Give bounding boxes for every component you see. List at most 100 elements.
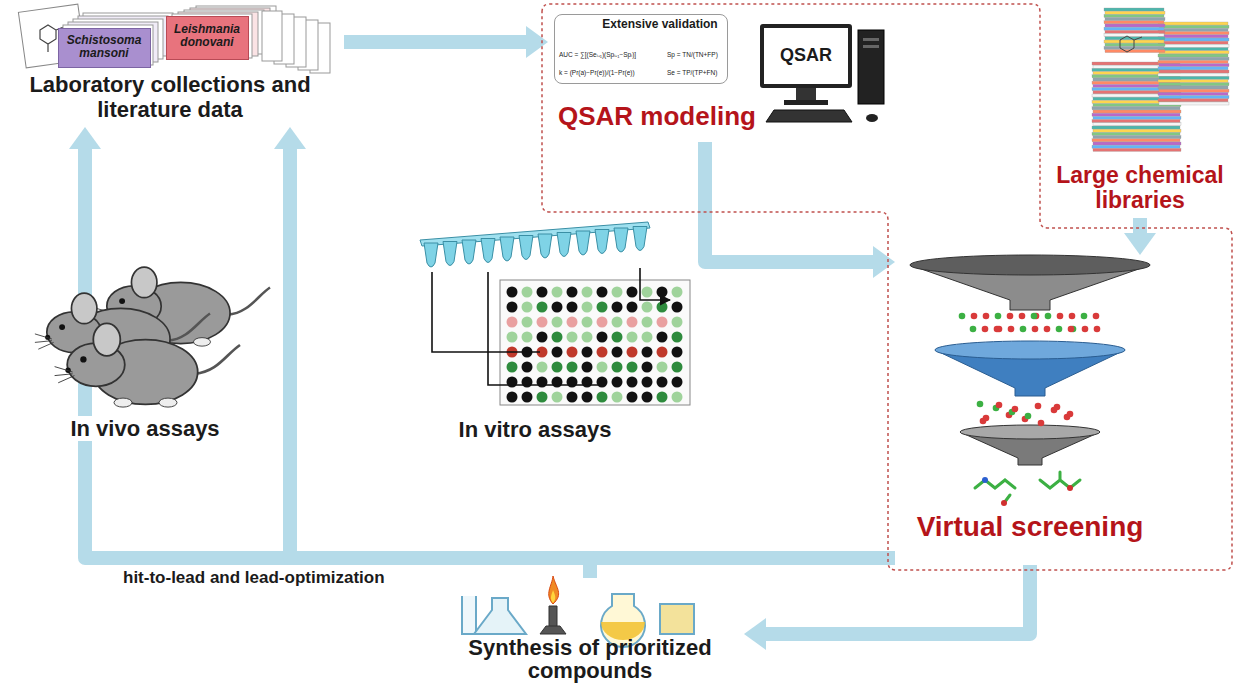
library-sheet (1158, 86, 1228, 89)
compound-dots-part (1045, 313, 1052, 320)
screening-box: Virtual screening (895, 255, 1165, 565)
well (582, 287, 593, 298)
library-sheet (1093, 129, 1181, 132)
library-sheet (1158, 48, 1228, 51)
well (507, 302, 518, 313)
well (597, 317, 608, 328)
arrow-shaft (1133, 218, 1147, 235)
compound-dots-part (983, 313, 990, 320)
funnel-figure-part (982, 477, 988, 483)
tube (500, 237, 514, 261)
well (567, 347, 578, 358)
well (582, 332, 593, 343)
glassware-figure-part (474, 598, 526, 634)
well (537, 317, 548, 328)
library-sheet (1092, 120, 1180, 123)
well (657, 362, 668, 373)
tube (557, 233, 571, 257)
compound-dots-part (1093, 313, 1100, 320)
assay-plate-figure (420, 222, 690, 405)
well (597, 332, 608, 343)
well (522, 302, 533, 313)
well (522, 332, 533, 343)
node-label: Sp = TN/(TN+FP) (667, 51, 718, 58)
funnel-figure-part (935, 341, 1125, 359)
funnel-figure-part (1001, 500, 1007, 506)
library-sheet (1105, 30, 1165, 33)
well (657, 377, 668, 388)
well (507, 332, 518, 343)
glassware-figure-part (540, 606, 566, 634)
well (537, 362, 548, 373)
well (582, 392, 593, 403)
library-sheet (1104, 21, 1164, 24)
well (612, 332, 623, 343)
well (642, 377, 653, 388)
well (612, 317, 623, 328)
glassware-figure-part (660, 604, 694, 634)
compound-dots-part (959, 313, 966, 320)
library-sheet (1104, 34, 1164, 37)
well (642, 347, 653, 358)
well (657, 392, 668, 403)
paper-card: Leishmania donovani (166, 16, 249, 60)
well (552, 392, 563, 403)
tube (481, 239, 495, 263)
dashed-region (542, 4, 1232, 570)
source-box: Laboratory collections and literature da… (0, 0, 344, 127)
well (597, 347, 608, 358)
library-sheet (1158, 73, 1228, 76)
compound-dots-part (995, 313, 1002, 320)
mice-figure (35, 267, 270, 407)
arrow-shaft (344, 35, 528, 49)
library-sheet (1159, 25, 1229, 28)
well (657, 302, 668, 313)
library-sheet (1159, 83, 1229, 86)
compound-dots-part (1082, 326, 1089, 333)
library-sheet (1104, 14, 1164, 17)
well (507, 362, 518, 373)
well (537, 287, 548, 298)
library-sheet (1158, 99, 1228, 102)
glassware-figure-part (551, 590, 555, 603)
well (582, 317, 593, 328)
computer-figure-part (858, 30, 884, 104)
compound-dots-part (1020, 326, 1027, 333)
well (672, 347, 683, 358)
paper-stack (18, 4, 330, 73)
well (567, 302, 578, 313)
glassware-figure-part (462, 596, 476, 634)
library-sheet (1093, 123, 1181, 126)
compound-dots-part (982, 326, 989, 333)
well (537, 302, 548, 313)
arrow-head (1124, 233, 1156, 255)
well (537, 377, 548, 388)
node-label: k = (Pr(a)−Pr(e))/(1−Pr(e)) (559, 69, 635, 76)
flow-arrow (1124, 218, 1156, 255)
paper-card: Schistosoma mansoni (58, 28, 151, 68)
well (597, 287, 608, 298)
library-sheet (1159, 57, 1229, 60)
funnel-figure-part (960, 425, 1100, 439)
library-sheet (1093, 148, 1181, 151)
well (567, 377, 578, 388)
node-label: Synthesis of prioritized compounds (440, 636, 740, 682)
compound-dots-part (971, 313, 978, 320)
well (672, 392, 683, 403)
compound-dots-part (1019, 313, 1026, 320)
library-sheet (1159, 51, 1229, 54)
well (552, 377, 563, 388)
well (522, 362, 533, 373)
assay-plate-figure-part (432, 268, 670, 385)
paper-sheet (262, 11, 282, 61)
library-sheet (1105, 24, 1165, 27)
library-sheet (1158, 54, 1228, 57)
funnel-figure-part (1067, 485, 1073, 491)
library-sheet (1093, 110, 1181, 113)
compound-dots-part (1067, 411, 1074, 418)
library-sheet (1105, 50, 1165, 53)
well (582, 362, 593, 373)
computer-screen: QSAR (760, 24, 852, 88)
